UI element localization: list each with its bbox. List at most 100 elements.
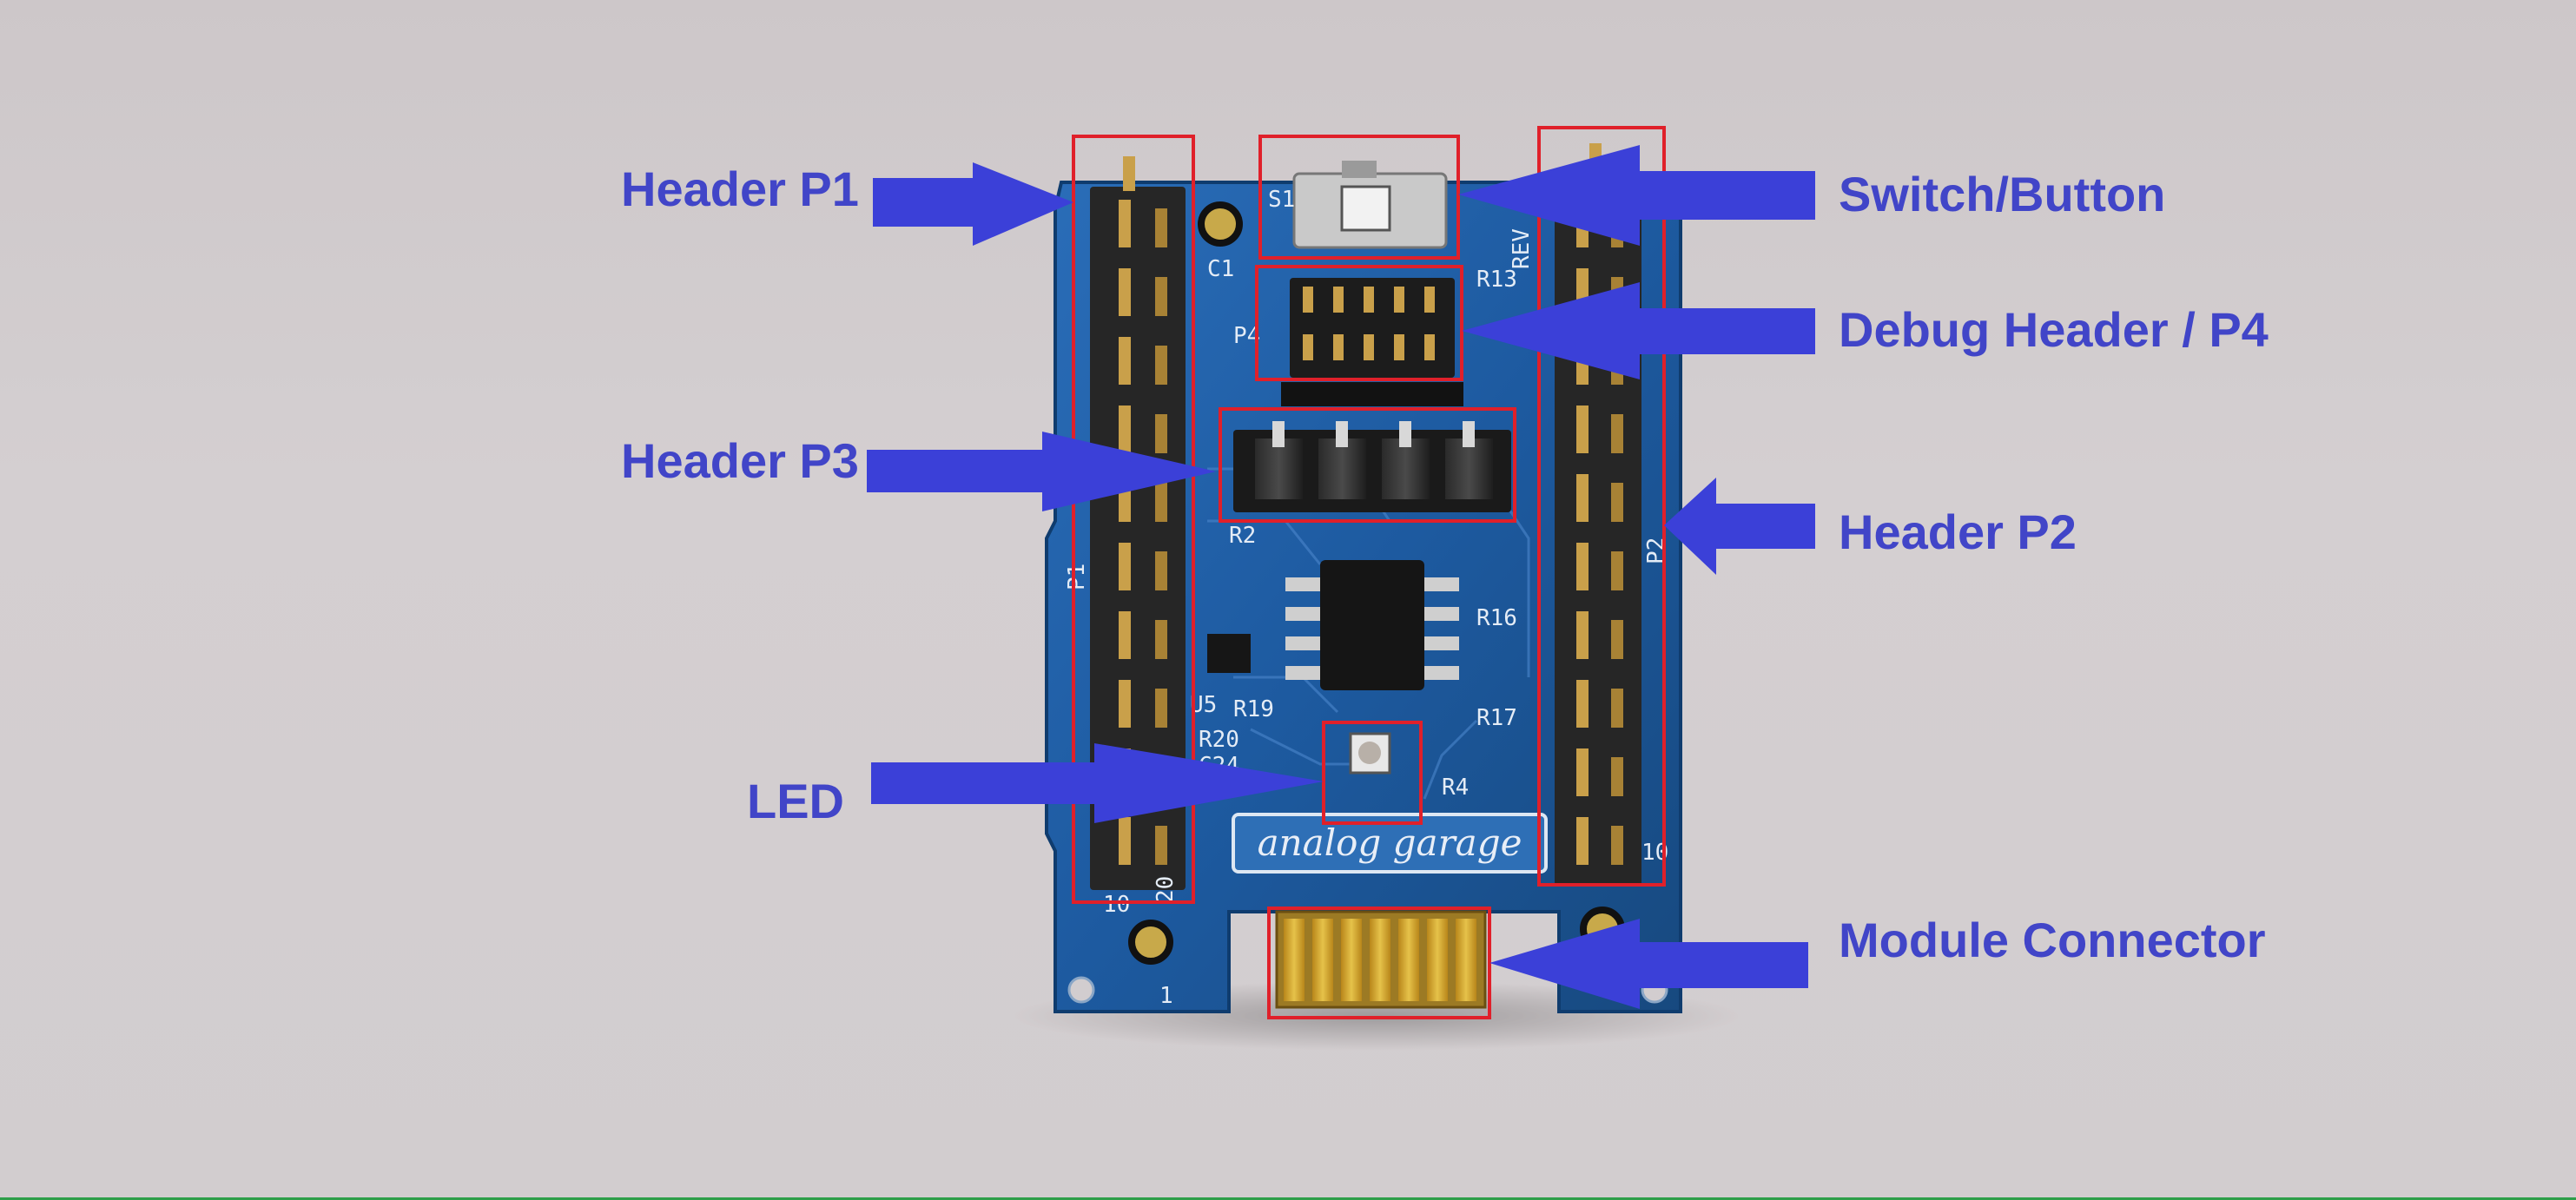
debug-pin [1394,287,1404,313]
callout-switch-button: Switch/Button [1839,167,2166,221]
callout-module-connector: Module Connector [1839,913,2266,967]
arrow-header-p2 [1664,478,1815,575]
callout-header-p2: Header P2 [1839,504,2077,559]
header-pin [1119,405,1131,453]
header-pin [1611,483,1623,522]
header-pin [1119,817,1131,865]
gold-finger-contact [1370,919,1390,1001]
arrow-led [871,743,1324,823]
p3-pin [1399,421,1411,447]
mount-hole-top-left [1198,201,1243,247]
mount-hole-bottom-left [1128,920,1173,965]
header-pin [1119,680,1131,728]
header-pin [1611,620,1623,659]
callout-header-p3: Header P3 [621,433,859,488]
debug-header-p4 [1281,278,1463,406]
p3-pin [1463,421,1475,447]
header-pin [1611,689,1623,728]
silk-r16: R16 [1476,605,1517,631]
header-pin [1155,551,1167,590]
brand-text: analog garage [1258,821,1522,864]
header-pin [1155,483,1167,522]
p3-pin [1272,421,1285,447]
header-pin [1119,268,1131,316]
header-pin [1576,817,1589,865]
gold-finger-contact [1341,919,1362,1001]
header-p3 [1233,421,1511,512]
header-p1 [1090,156,1186,890]
main-ic-chip [1285,560,1459,690]
switch-component [1292,161,1448,249]
header-pin [1155,414,1167,453]
arrow-header-p1 [873,162,1073,246]
highlight-led [1322,721,1423,825]
p3-pin [1445,438,1493,499]
highlight-debug-header [1255,265,1463,381]
debug-pin [1364,334,1374,360]
gold-finger-contact [1312,919,1333,1001]
p3-pin [1336,421,1348,447]
p3-pin [1382,438,1430,499]
module-connector [1275,910,1487,1009]
chip-leg [1285,577,1324,591]
silk-20: 20 [1153,876,1179,903]
header-pin [1611,826,1623,865]
silk-r13: R13 [1476,267,1517,293]
gold-finger-contact [1456,919,1476,1001]
chip-leg [1420,607,1459,621]
header-pin [1155,208,1167,247]
header-pin [1119,200,1131,247]
chip-leg [1285,666,1324,680]
header-pin [1119,543,1131,590]
chip-leg [1420,666,1459,680]
header-pin [1576,405,1589,453]
header-pin [1155,826,1167,865]
silk-r17: R17 [1476,705,1517,731]
debug-pin [1303,334,1313,360]
chip-leg [1285,636,1324,650]
header-pin [1155,689,1167,728]
highlight-header-p1 [1072,135,1195,904]
debug-pin [1333,287,1344,313]
header-pin [1576,680,1589,728]
p3-pin [1318,438,1366,499]
bottom-edge-strip [0,1197,2576,1200]
highlight-switch [1258,135,1460,260]
silk-rev: REV [1509,228,1535,269]
brand-plate: analog garage [1232,813,1548,874]
silk-r19: R19 [1233,696,1274,722]
gold-finger-contact [1398,919,1419,1001]
debug-pin [1424,334,1435,360]
silk-p1: P1 [1064,564,1090,590]
header-pin [1119,337,1131,385]
small-ic-u5 [1207,634,1251,673]
callout-debug-header: Debug Header / P4 [1839,302,2269,357]
chip-leg [1285,607,1324,621]
header-pin [1576,611,1589,659]
chip-leg [1420,577,1459,591]
header-p2 [1555,143,1641,886]
debug-pin [1364,287,1374,313]
arrow-header-p3 [867,432,1216,511]
debug-pin [1424,287,1435,313]
callout-led: LED [747,774,844,828]
debug-pin [1394,334,1404,360]
header-pin [1611,757,1623,796]
header-pin [1576,543,1589,590]
arrow-module-connector [1489,919,1808,1009]
highlight-header-p2 [1537,126,1666,887]
silk-r4: R4 [1442,775,1469,801]
header-pin [1119,611,1131,659]
debug-pin [1333,334,1344,360]
callout-header-p1: Header P1 [621,162,859,216]
header-pin [1611,551,1623,590]
header-pin [1155,620,1167,659]
gold-finger-contact [1284,919,1305,1001]
header-pin [1576,748,1589,796]
gold-finger-contact [1427,919,1448,1001]
silk-s1: S1 [1268,187,1295,213]
header-pin [1611,414,1623,453]
debug-pin [1303,287,1313,313]
led-component [1349,732,1391,775]
